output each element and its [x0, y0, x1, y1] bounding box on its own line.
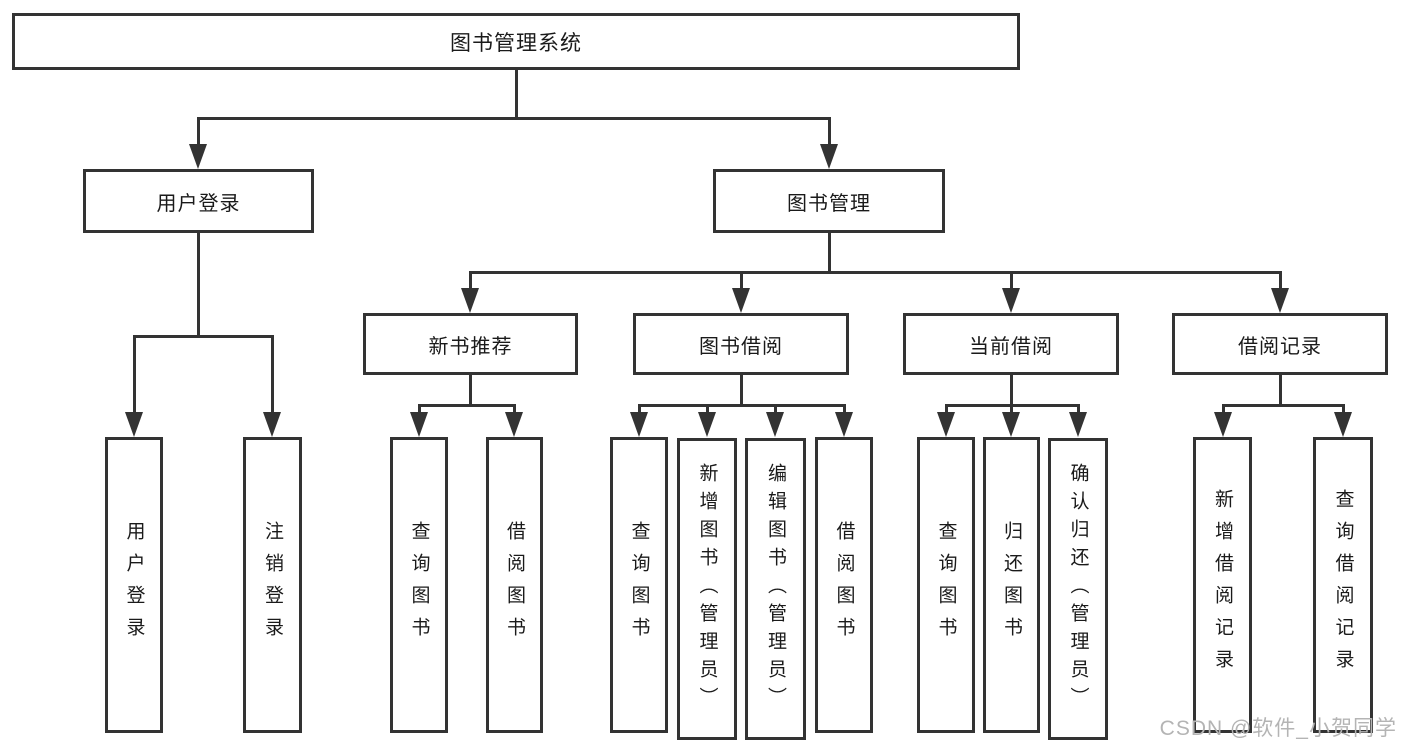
arrow-down-icon — [410, 412, 428, 437]
node-current-confirm-return-admin: 确认归还（管理员） — [1048, 438, 1108, 740]
connector-line — [740, 271, 743, 295]
connector-line — [133, 335, 274, 338]
connector-line — [469, 271, 472, 295]
connector-line — [513, 404, 516, 419]
node-rec-query-books: 查询图书 — [390, 437, 448, 733]
connector-line — [828, 231, 831, 273]
node-new-book-recommend: 新书推荐 — [363, 313, 578, 375]
connector-line — [1077, 404, 1080, 419]
node-borrow-add-books-admin: 新增图书（管理员） — [677, 438, 737, 740]
arrow-down-icon — [263, 412, 281, 437]
connector-line — [418, 404, 516, 407]
connector-line — [1342, 404, 1345, 419]
arrow-down-icon — [937, 412, 955, 437]
node-book-management: 图书管理 — [713, 169, 945, 233]
connector-line — [271, 335, 274, 419]
connector-line — [774, 404, 777, 419]
node-current-return-books: 归还图书 — [983, 437, 1040, 733]
connector-line — [197, 117, 200, 151]
connector-line — [843, 404, 846, 419]
arrow-down-icon — [698, 412, 716, 437]
connector-line — [638, 404, 845, 407]
connector-line — [1222, 404, 1225, 419]
node-borrow-edit-books-admin: 编辑图书（管理员） — [745, 438, 806, 740]
connector-line — [740, 373, 743, 406]
connector-line — [638, 404, 641, 419]
node-current-borrow: 当前借阅 — [903, 313, 1119, 375]
node-login-logout: 注销登录 — [243, 437, 302, 733]
arrow-down-icon — [766, 412, 784, 437]
arrow-down-icon — [1214, 412, 1232, 437]
connector-line — [515, 67, 518, 120]
arrow-down-icon — [1069, 412, 1087, 437]
connector-line — [1010, 404, 1013, 419]
connector-line — [945, 404, 948, 419]
arrow-down-icon — [125, 412, 143, 437]
arrow-down-icon — [630, 412, 648, 437]
node-login-user-login: 用户登录 — [105, 437, 163, 733]
node-records-query-record: 查询借阅记录 — [1313, 437, 1373, 733]
connector-line — [828, 117, 831, 151]
connector-line — [706, 404, 709, 419]
connector-line — [1010, 271, 1013, 295]
node-user-login: 用户登录 — [83, 169, 314, 233]
arrow-down-icon — [1002, 288, 1020, 313]
arrow-down-icon — [1334, 412, 1352, 437]
connector-line — [133, 335, 136, 419]
arrow-down-icon — [1002, 412, 1020, 437]
connector-line — [418, 404, 421, 419]
connector-line — [197, 231, 200, 337]
node-records-add-record: 新增借阅记录 — [1193, 437, 1252, 733]
arrow-down-icon — [461, 288, 479, 313]
arrow-down-icon — [505, 412, 523, 437]
arrow-down-icon — [1271, 288, 1289, 313]
connector-line — [1279, 373, 1282, 406]
arrow-down-icon — [835, 412, 853, 437]
node-root: 图书管理系统 — [12, 13, 1020, 70]
arrow-down-icon — [189, 144, 207, 169]
connector-line — [1010, 373, 1013, 406]
node-book-borrow: 图书借阅 — [633, 313, 849, 375]
node-borrow-query-books: 查询图书 — [610, 437, 668, 733]
connector-line — [1279, 271, 1282, 295]
node-current-query-books: 查询图书 — [917, 437, 975, 733]
node-borrow-records: 借阅记录 — [1172, 313, 1388, 375]
watermark: CSDN @软件_小贺同学 — [1159, 717, 1397, 740]
node-borrow-borrow-books: 借阅图书 — [815, 437, 873, 733]
arrow-down-icon — [820, 144, 838, 169]
connector-line — [197, 117, 831, 120]
connector-line — [469, 271, 1282, 274]
connector-line — [1224, 404, 1344, 407]
node-rec-borrow-books: 借阅图书 — [486, 437, 543, 733]
arrow-down-icon — [732, 288, 750, 313]
connector-line — [469, 373, 472, 406]
